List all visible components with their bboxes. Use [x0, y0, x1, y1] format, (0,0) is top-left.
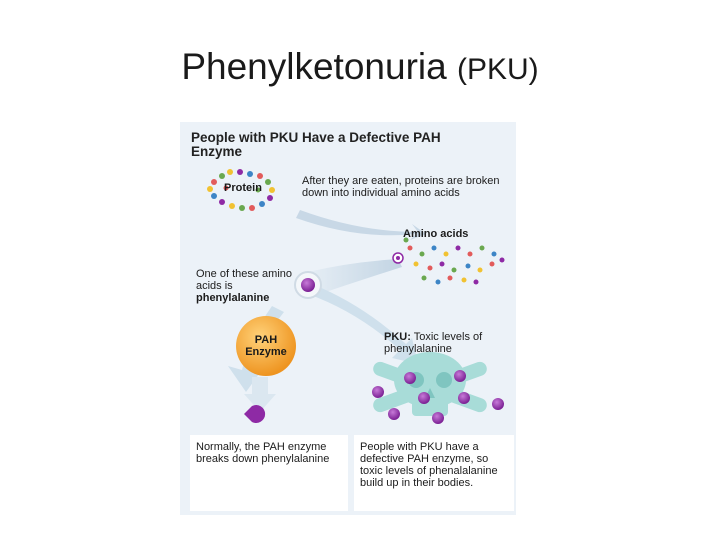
pah-enzyme-label: PAH Enzyme [240, 334, 292, 358]
protein-cluster [207, 169, 275, 211]
slide-title: Phenylketonuria (PKU) [0, 46, 720, 88]
arrow-to-pku [308, 284, 418, 364]
pku-prefix: PKU: [384, 331, 411, 343]
normal-enzyme-text: Normally, the PAH enzyme breaks down phe… [196, 441, 330, 465]
funnel-arrow [308, 259, 402, 298]
title-main: Phenylketonuria [181, 46, 447, 87]
skull-crossbones-icon [373, 352, 487, 416]
diagram-heading: People with PKU Have a Defective PAH Enz… [191, 130, 441, 159]
normal-enzyme-box: Normally, the PAH enzyme breaks down phe… [190, 435, 348, 511]
protein-label: Protein [224, 182, 262, 194]
pku-text: Toxic levels of phenylalanine [384, 331, 483, 355]
amino-acids-label: Amino acids [403, 228, 469, 240]
diagram-graphics [207, 169, 505, 424]
phenylalanine-word: phenylalanine [196, 292, 270, 304]
pah-label-line2: Enzyme [245, 346, 287, 358]
pku-diagram: People with PKU Have a Defective PAH Enz… [180, 122, 516, 515]
pah-label-line1: PAH [254, 334, 278, 346]
toxic-molecules [372, 370, 504, 424]
defective-enzyme-text: People with PKU have a defective PAH enz… [360, 441, 498, 489]
one-of-these-text: One of these amino acids is phenylalanin… [196, 268, 306, 304]
pah-enzyme-ball [236, 316, 296, 376]
arrow-enzyme-down [244, 377, 276, 412]
pku-toxic-label: PKU: Toxic levels of phenylalanine [384, 331, 516, 355]
arrow-protein-to-amino [296, 210, 426, 240]
defective-enzyme-box: People with PKU have a defective PAH enz… [354, 435, 514, 511]
broken-molecule [244, 405, 266, 424]
intro-text: After they are eaten, proteins are broke… [302, 175, 500, 199]
amino-acid-dots [392, 237, 505, 285]
title-abbreviation: (PKU) [456, 53, 539, 86]
one-of-these-prefix: One of these amino acids is [196, 268, 293, 292]
